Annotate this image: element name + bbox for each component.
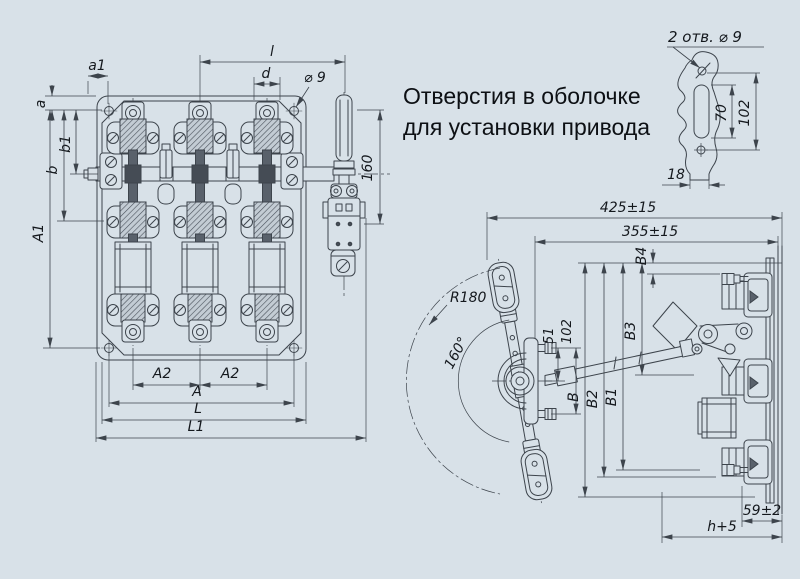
- dim-h5-label: h+5: [707, 519, 737, 535]
- dim-dia9-label: ⌀ 9: [304, 70, 326, 86]
- dim-70-label: 70: [714, 104, 730, 122]
- handle-sweep-arc: [406, 267, 501, 495]
- terminal-bottom: [721, 439, 773, 485]
- dim-A2-left-label: A2: [152, 366, 172, 382]
- shaft-bracket-right: [280, 152, 304, 190]
- dim-102s-label: 102: [560, 319, 575, 344]
- shaft-bracket-left: [99, 152, 123, 190]
- detail-view: 2 отв. ⌀ 9 70 102 18: [662, 28, 764, 189]
- dim-355-label: 355±15: [622, 224, 678, 240]
- handle-mechanism-front: [302, 92, 366, 298]
- angle-arc: [458, 319, 510, 443]
- interpole-link: [157, 143, 175, 205]
- dim-B1-label: B1: [604, 388, 620, 407]
- pole-3: [241, 98, 293, 346]
- side-view: 425±15 355±15 B B2 B1 B3: [406, 200, 783, 543]
- pole-2: [174, 98, 226, 346]
- arc-chute-side: [697, 397, 737, 439]
- front-view: l d ⌀ 9 a1 a b1 b: [31, 44, 390, 442]
- detail-title: 2 отв. ⌀ 9: [668, 28, 742, 46]
- pivot-bracket: [492, 337, 557, 425]
- front-dimensions: l d ⌀ 9 a1 a b1 b: [31, 44, 384, 442]
- dim-b1-label: b1: [58, 135, 74, 153]
- dim-B4-label: B4: [634, 247, 650, 266]
- dim-51-label: 51: [542, 327, 557, 344]
- pole-1: [107, 98, 159, 346]
- contact-wedge: [717, 357, 741, 377]
- side-dimensions: 425±15 355±15 B B2 B1 B3: [428, 200, 783, 543]
- dim-a-label: a: [33, 100, 49, 109]
- dim-L1-label: L1: [188, 419, 205, 435]
- drive-slot: [693, 84, 710, 139]
- dim-L-label: L: [194, 401, 202, 417]
- dim-102-label: 102: [737, 100, 753, 127]
- dim-160-label: 160: [360, 155, 376, 182]
- dim-b-label: b: [45, 165, 61, 174]
- note-text: Отверстия в оболочке для установки приво…: [403, 83, 650, 140]
- dim-B-label: B: [566, 392, 582, 402]
- handle-grip-front: [335, 94, 353, 162]
- dim-A1-label: A1: [31, 224, 47, 243]
- dim-425-label: 425±15: [600, 200, 656, 216]
- dim-B3-label: B3: [623, 322, 639, 341]
- interpole-link: [224, 143, 242, 205]
- note-line-2: для установки привода: [403, 114, 650, 140]
- dim-d-label: d: [262, 66, 271, 82]
- dim-R180-label: R180: [450, 290, 487, 306]
- dim-160deg-label: 160°: [441, 334, 471, 371]
- dim-59-label: 59±2: [743, 503, 782, 519]
- note-line-1: Отверстия в оболочке: [403, 83, 641, 109]
- dim-18-label: 18: [667, 167, 685, 183]
- dim-l-label: l: [270, 44, 274, 60]
- drive-hole-top: [697, 66, 707, 76]
- crank-linkage: [652, 301, 753, 355]
- dim-a1-label: a1: [88, 58, 106, 74]
- dim-B2-label: B2: [585, 390, 601, 409]
- dim-A2-right-label: A2: [220, 366, 240, 382]
- dim-A-label: A: [191, 384, 202, 400]
